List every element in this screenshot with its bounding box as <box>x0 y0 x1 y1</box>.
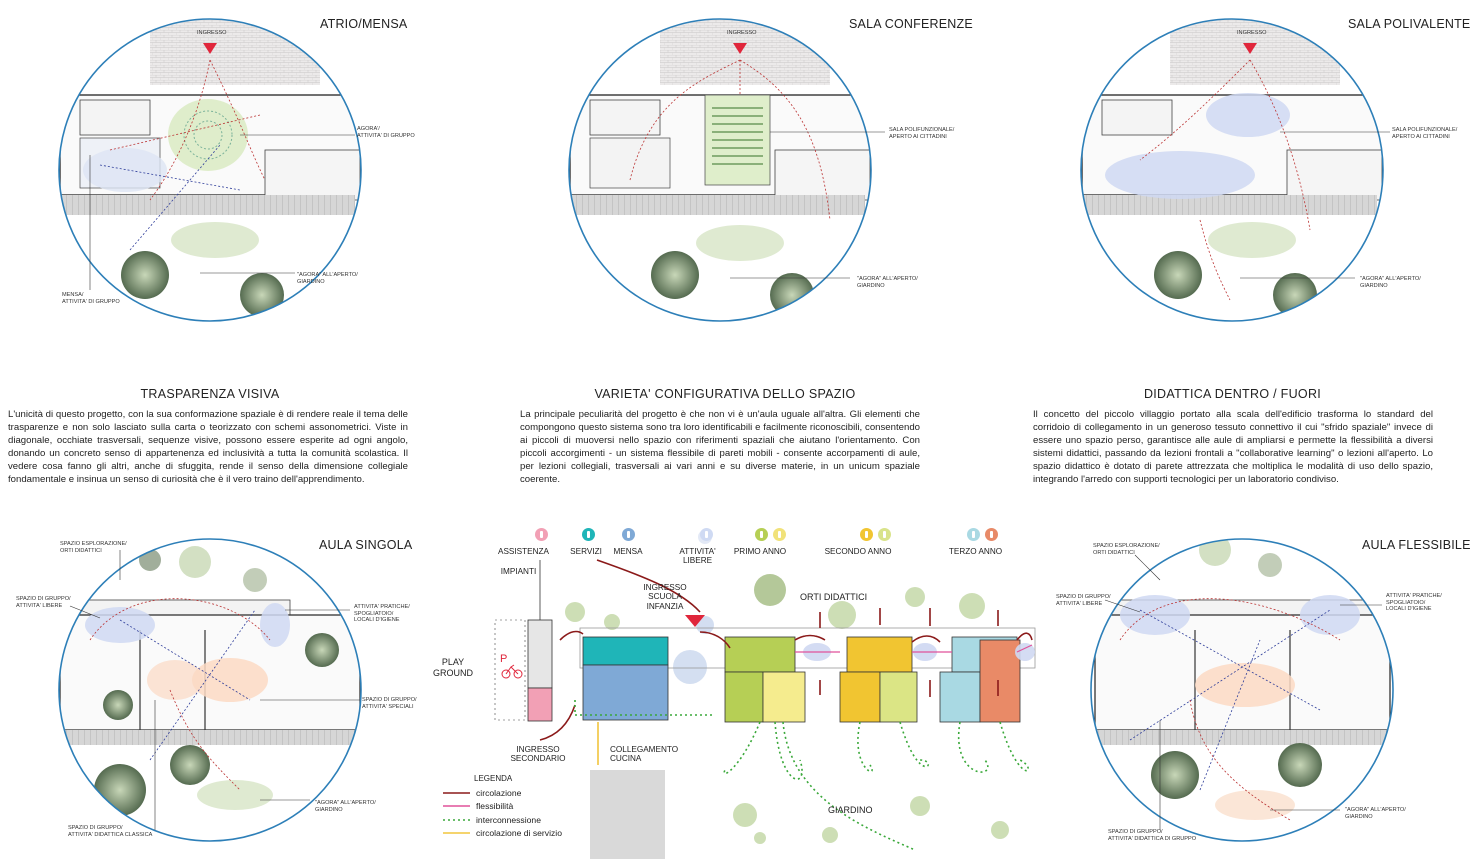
legend-title: LEGENDA <box>474 774 513 783</box>
plan-atrio-label-agora: AGORA'/ ATTIVITA' DI GRUPPO <box>357 126 415 139</box>
plan-flessibile-label-agora-out: "AGORA" ALL'APERTO/ GIARDINO <box>1345 807 1406 820</box>
plan-conferenze-label-agora-out: "AGORA" ALL'APERTO/ GIARDINO <box>857 276 918 289</box>
mensa-icon <box>622 528 635 541</box>
plan-singola-label-gruppo-libere: SPAZIO DI GRUPPO/ ATTIVITA' LIBERE <box>16 596 71 609</box>
plan-polivalente-label-agora-out: "AGORA" ALL'APERTO/ GIARDINO <box>1360 276 1421 289</box>
plan-singola-label-esplorazione: SPAZIO ESPLORAZIONE/ ORTI DIDATTICI <box>60 541 127 554</box>
label-parking: P <box>500 653 508 665</box>
servizi-icon <box>582 528 595 541</box>
plan-flessibile-label-pratiche: ATTIVITA' PRATICHE/ SPOGLIATOIO/ LOCALI … <box>1386 593 1442 613</box>
secondo-anno-icon-1 <box>860 528 873 541</box>
plan-singola-label-agora-out: "AGORA" ALL'APERTO/ GIARDINO <box>315 800 376 813</box>
plan-flessibile-label-classica: SPAZIO DI GRUPPO/ ATTIVITA' DIDATTICA DI… <box>1108 829 1197 842</box>
label-play-ground: PLAY GROUND <box>433 657 473 678</box>
section-text-trasparenza: L'unicità di questo progetto, con la sua… <box>8 409 408 485</box>
category-label-primo-anno: PRIMO ANNO <box>733 547 787 556</box>
legend-item-circolazione: circolazione <box>476 788 522 798</box>
label-ingresso-secondario: INGRESSO SECONDARIO <box>510 745 566 764</box>
label-impianti: IMPIANTI <box>500 567 537 576</box>
legend-item-interconnessione: interconnessione <box>476 815 541 825</box>
primo-anno-icon-2 <box>773 528 786 541</box>
plan-polivalente-ingresso: INGRESSO <box>1237 30 1267 36</box>
category-label-servizi: SERVIZI <box>570 547 602 556</box>
plan-polivalente-label-sala: SALA POLIFUNZIONALE/ APERTO AI CITTADINI <box>1392 127 1458 140</box>
label-collegamento-cucina: COLLEGAMENTO CUCINA <box>610 745 679 764</box>
assistenza-icon <box>535 528 548 541</box>
plan-singola-title: AULA SINGOLA <box>319 538 413 552</box>
category-label-assistenza: ASSISTENZA <box>498 547 549 556</box>
section-heading-trasparenza: TRASPARENZA VISIVA <box>140 387 280 401</box>
label-ingresso-scuola: INGRESSO SCUOLA INFANZIA <box>643 583 687 611</box>
plan-atrio-label-agora-out: "AGORA" ALL'APERTO/ GIARDINO <box>297 272 358 285</box>
label-orti: ORTI DIDATTICI <box>800 592 868 602</box>
legend-item-flessibilita: flessibilità <box>476 801 514 811</box>
section-text-varieta: La principale peculiarità del progetto è… <box>520 409 920 485</box>
label-giardino: GIARDINO <box>828 805 873 815</box>
plan-atrio-title: ATRIO/MENSA <box>320 17 408 31</box>
plan-singola-label-speciali: SPAZIO DI GRUPPO/ ATTIVITA' SPECIALI <box>362 697 417 710</box>
category-label-terzo-anno: TERZO ANNO <box>948 547 1003 556</box>
category-label-mensa: MENSA <box>613 547 643 556</box>
plan-conferenze-label-sala: SALA POLIFUNZIONALE/ APERTO AI CITTADINI <box>889 127 955 140</box>
section-heading-varieta: VARIETA' CONFIGURATIVA DELLO SPAZIO <box>594 387 856 401</box>
secondo-anno-icon-2 <box>878 528 891 541</box>
plan-flessibile-label-gruppo-libere: SPAZIO DI GRUPPO/ ATTIVITA' LIBERE <box>1056 594 1111 607</box>
terzo-anno-icon-1 <box>967 528 980 541</box>
terzo-anno-icon-2 <box>985 528 998 541</box>
plan-flessibile-title: AULA FLESSIBILE <box>1362 538 1470 552</box>
category-label-secondo-anno: SECONDO ANNO <box>824 547 892 556</box>
category-label-attivita-libere: ATTIVITA' LIBERE <box>679 547 716 566</box>
section-heading-didattica: DIDATTICA DENTRO / FUORI <box>1143 387 1322 401</box>
plan-flessibile-label-esplorazione: SPAZIO ESPLORAZIONE/ ORTI DIDATTICI <box>1093 543 1160 556</box>
plan-polivalente-title: SALA POLIVALENTE <box>1348 17 1470 31</box>
primo-anno-icon-1 <box>755 528 768 541</box>
plan-atrio-label-mensa: MENSA/ ATTIVITA' DI GRUPPO <box>62 292 120 305</box>
attivita-libere-icon <box>700 528 713 541</box>
plan-conferenze-title: SALA CONFERENZE <box>849 17 973 31</box>
plan-singola-label-pratiche: ATTIVITA' PRATICHE/ SPOGLIATOIO/ LOCALI … <box>354 604 410 624</box>
plan-atrio-ingresso: INGRESSO <box>197 30 227 36</box>
section-text-didattica: Il concetto del piccolo villaggio portat… <box>1033 409 1433 485</box>
plan-singola-label-classica: SPAZIO DI GRUPPO/ ATTIVITA' DIDATTICA CL… <box>68 825 153 838</box>
plan-conferenze-ingresso: INGRESSO <box>727 30 757 36</box>
legend-item-servizio: circolazione di servizio <box>476 828 562 838</box>
